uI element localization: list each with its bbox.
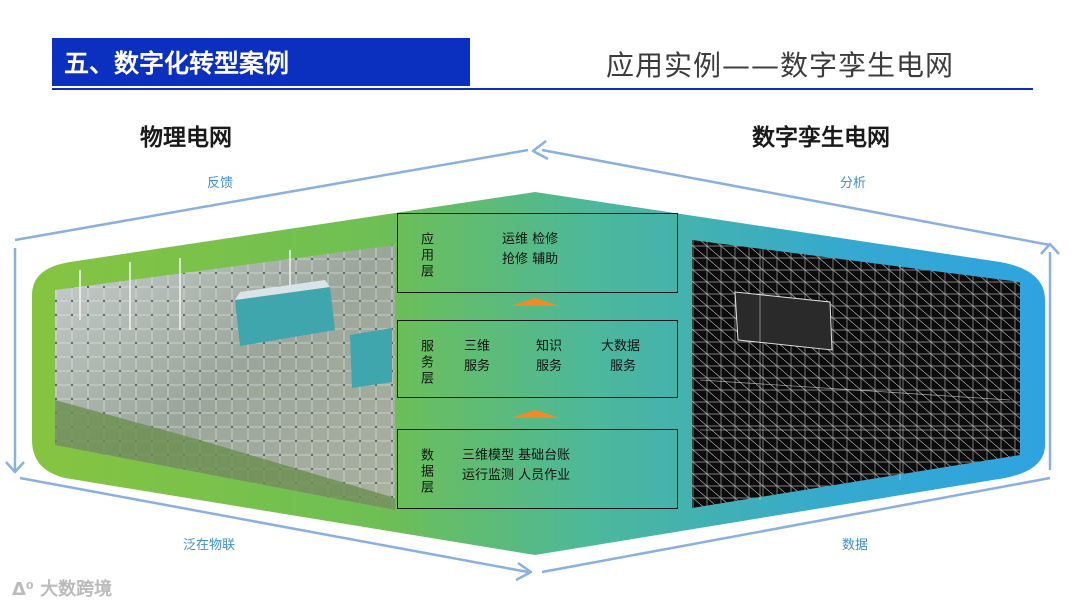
data-layer-box: 数据层 三维模型 基础台账 运行监测 人员作业 (397, 429, 678, 509)
data-layer-title: 数据层 (418, 448, 433, 496)
physical-grid-photo (55, 245, 395, 510)
application-items-row1: 运维 检修 (502, 232, 559, 247)
application-layer-title: 应用层 (418, 232, 433, 280)
application-items-row2: 抢修 辅助 (502, 252, 559, 267)
section-title-banner: 五、数字化转型案例 (52, 38, 470, 86)
service-knowledge-line1: 知识 (536, 339, 563, 354)
application-layer-box: 应用层 运维 检修 抢修 辅助 (397, 213, 678, 293)
service-layer-title: 服务层 (418, 339, 433, 387)
cycle-arrows (13, 148, 1052, 574)
layer-connector-upper (510, 298, 560, 306)
digital-twin-wireframe (692, 240, 1020, 508)
watermark-logo-icon: ᐃ⁰ (12, 579, 41, 600)
arrow-label-analysis: 分析 (840, 176, 867, 191)
section-title: 五、数字化转型案例 (64, 49, 290, 78)
service-knowledge-line2: 服务 (536, 359, 563, 374)
watermark: ᐃ⁰ 大数跨境 (12, 575, 112, 601)
arrow-heads (5, 140, 1060, 582)
watermark-text: 大数跨境 (40, 579, 113, 600)
arrow-label-data: 数据 (842, 538, 869, 553)
service-bigdata-line2: 服务 (610, 359, 637, 374)
data-items-row1: 三维模型 基础台账 (462, 448, 571, 463)
service-layer-box: 服务层 三维 服务 知识 服务 大数据 服务 (397, 320, 678, 398)
arrow-label-feedback: 反馈 (207, 176, 234, 191)
digital-twin-label: 数字孪生电网 (752, 125, 890, 151)
service-bigdata-line1: 大数据 (601, 339, 641, 354)
physical-grid-label: 物理电网 (140, 125, 232, 151)
data-items-row2: 运行监测 人员作业 (462, 468, 571, 483)
arrow-label-iot: 泛在物联 (183, 538, 236, 553)
slide-subtitle: 应用实例——数字孪生电网 (605, 49, 954, 82)
service-3d-line2: 服务 (464, 359, 491, 374)
layer-connector-lower (510, 410, 560, 418)
header-divider (52, 88, 1033, 90)
service-3d-line1: 三维 (464, 339, 491, 354)
